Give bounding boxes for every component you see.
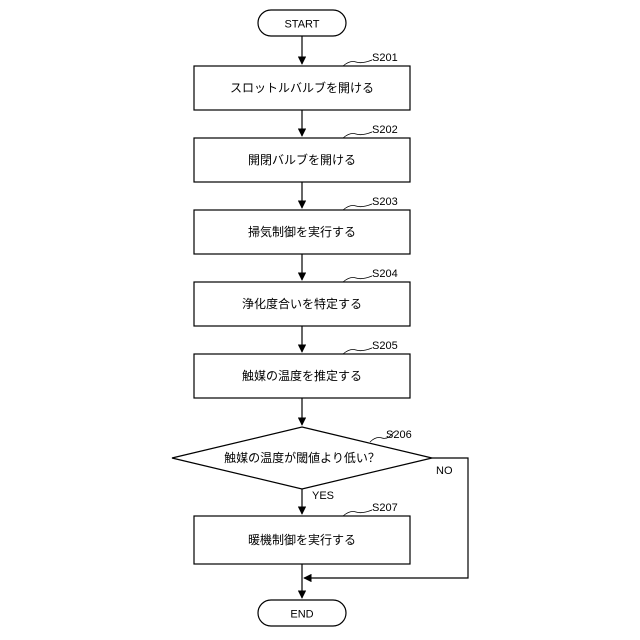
step-id-s207: S207: [372, 502, 398, 514]
no-branch-label: NO: [436, 465, 453, 477]
decision-s206: 触媒の温度が閾値より低い？ S206 NO YES: [172, 427, 453, 502]
step-id-s201: S201: [372, 52, 398, 64]
step-id-leader-s205: [343, 348, 372, 354]
step-label-s201: スロットルバルブを開ける: [230, 80, 374, 95]
step-id-s206: S206: [386, 429, 412, 441]
step-id-leader-s204: [343, 276, 372, 282]
end-label: END: [290, 609, 313, 621]
yes-branch-label: YES: [312, 490, 334, 502]
start-label: START: [284, 19, 319, 31]
step-label-s207: 暖機制御を実行する: [248, 532, 356, 547]
step-id-leader-s201: [343, 60, 372, 66]
step-id-leader-s202: [343, 132, 372, 138]
step-id-s205: S205: [372, 340, 398, 352]
end-terminal: END: [258, 600, 346, 626]
step-id-leader-s207: [343, 510, 372, 516]
decision-label-s206: 触媒の温度が閾値より低い？: [224, 450, 380, 465]
step-label-s205: 触媒の温度を推定する: [242, 368, 362, 383]
step-label-s202: 開閉バルブを開ける: [248, 152, 356, 167]
start-terminal: START: [258, 10, 346, 36]
step-id-s204: S204: [372, 268, 398, 280]
step-label-s204: 浄化度合いを特定する: [242, 296, 362, 311]
step-id-s202: S202: [372, 124, 398, 136]
step-id-leader-s203: [343, 204, 372, 210]
step-id-s203: S203: [372, 196, 398, 208]
step-label-s203: 掃気制御を実行する: [248, 224, 356, 239]
